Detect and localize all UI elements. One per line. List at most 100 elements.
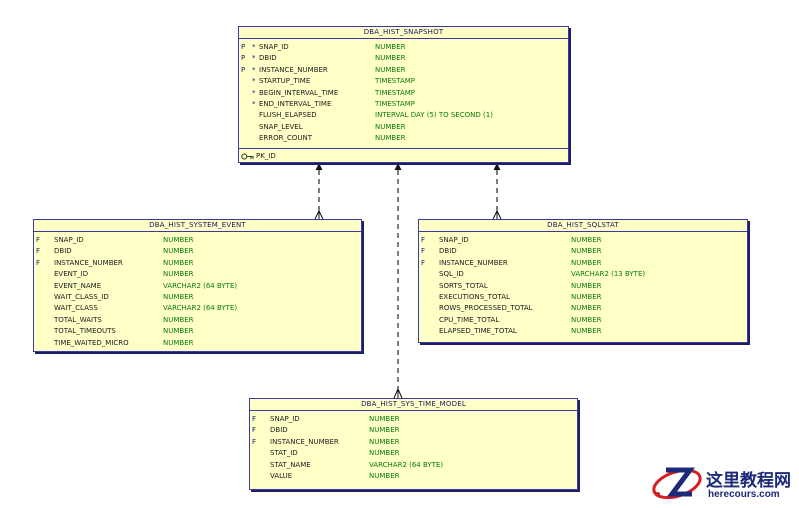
column-row: CPU_TIME_TOTAL NUMBER <box>419 315 747 326</box>
key-flag: F <box>421 236 426 244</box>
column-type: NUMBER <box>369 415 400 423</box>
column-type: NUMBER <box>163 236 194 244</box>
column-row: STAT_NAME VARCHAR2 (64 BYTE) <box>250 460 577 471</box>
column-type: NUMBER <box>571 281 602 290</box>
column-type: NUMBER <box>571 247 602 256</box>
column-type: VARCHAR2 (64 BYTE) <box>163 304 238 313</box>
entity-title: DBA_HIST_SYSTEM_EVENT <box>34 220 361 232</box>
entity-columns: F SNAP_ID NUMBER F DBID NUMBER F INSTANCE_NUMBE… <box>250 411 577 482</box>
column-name: SQL_ID <box>439 270 464 279</box>
column-name: INSTANCE_NUMBER <box>270 437 339 446</box>
column-type: TIMESTAMP <box>375 88 416 97</box>
column-row: F SNAP_ID NUMBER <box>250 414 577 425</box>
column-name: SNAP_ID <box>54 236 84 244</box>
column-type: NUMBER <box>369 471 400 480</box>
required-marker: * <box>252 77 256 86</box>
column-name: ELAPSED_TIME_TOTAL <box>439 327 517 336</box>
column-type: INTERVAL DAY (5) TO SECOND (1) <box>375 111 493 120</box>
column-type: NUMBER <box>369 437 400 446</box>
column-name: EVENT_NAME <box>54 281 102 290</box>
column-row: TOTAL_WAITS NUMBER <box>34 315 361 326</box>
column-name: WAIT_CLASS_ID <box>54 292 109 301</box>
key-flag: P <box>241 54 246 63</box>
column-name: SNAP_ID <box>439 236 469 244</box>
column-row: F INSTANCE_NUMBER NUMBER <box>250 437 577 448</box>
required-marker: * <box>252 99 256 108</box>
column-type: NUMBER <box>163 315 194 324</box>
key-flag: F <box>252 426 257 435</box>
key-flag: P <box>241 65 246 74</box>
relationship-arrow-head <box>493 163 501 170</box>
column-name: ERROR_COUNT <box>259 134 313 143</box>
column-name: ROWS_PROCESSED_TOTAL <box>439 304 533 313</box>
column-type: VARCHAR2 (13 BYTE) <box>571 270 646 279</box>
key-flag: F <box>252 415 257 423</box>
column-name: TIME_WAITED_MICRO <box>54 338 129 347</box>
watermark-logo: 这里教程网 herecours.com <box>650 460 799 506</box>
entity-title: DBA_HIST_SYS_TIME_MODEL <box>250 399 577 411</box>
column-type: NUMBER <box>375 54 406 63</box>
column-name: INSTANCE_NUMBER <box>54 258 123 267</box>
column-name: STAT_NAME <box>270 460 311 469</box>
key-flag: F <box>36 247 41 256</box>
required-marker: * <box>252 43 256 51</box>
column-type: VARCHAR2 (64 BYTE) <box>369 460 444 469</box>
key-flag: F <box>252 437 257 446</box>
relationship-sys-time-model <box>393 163 403 399</box>
required-marker: * <box>252 65 256 74</box>
column-name: DBID <box>439 247 457 256</box>
crows-foot <box>492 210 502 220</box>
column-row: F INSTANCE_NUMBER NUMBER <box>34 258 361 269</box>
column-name: BEGIN_INTERVAL_TIME <box>259 88 339 97</box>
column-row: ERROR_COUNT NUMBER <box>239 133 568 144</box>
column-type: NUMBER <box>375 65 406 74</box>
column-name: STAT_ID <box>270 449 298 458</box>
column-type: NUMBER <box>571 315 602 324</box>
relationship-sqlstat <box>492 163 502 220</box>
crows-foot <box>314 210 324 220</box>
column-type: TIMESTAMP <box>375 77 416 86</box>
column-type: NUMBER <box>163 258 194 267</box>
entity-dba-hist-sys-time-model[interactable]: DBA_HIST_SYS_TIME_MODEL F SNAP_ID NUMBER F D… <box>249 398 578 490</box>
relationship-arrow-head <box>315 163 323 170</box>
column-name: SNAP_ID <box>270 415 300 423</box>
column-type: NUMBER <box>369 449 400 458</box>
column-name: TOTAL_WAITS <box>54 315 102 324</box>
column-name: TOTAL_TIMEOUTS <box>54 327 116 336</box>
column-row: SORTS_TOTAL NUMBER <box>419 281 747 292</box>
column-type: VARCHAR2 (64 BYTE) <box>163 281 238 290</box>
column-name: VALUE <box>270 471 293 480</box>
primary-key-name: PK_ID <box>256 152 276 160</box>
column-type: NUMBER <box>375 134 406 143</box>
column-name: DBID <box>270 426 288 435</box>
column-name: EVENT_ID <box>54 270 89 279</box>
crows-foot <box>393 388 403 399</box>
watermark-z-icon <box>652 467 702 500</box>
column-name: INSTANCE_NUMBER <box>439 258 508 267</box>
key-flag: F <box>36 258 41 267</box>
column-name: SORTS_TOTAL <box>439 281 488 290</box>
required-marker: * <box>252 54 256 63</box>
column-name: CPU_TIME_TOTAL <box>439 315 500 324</box>
column-row: EVENT_NAME VARCHAR2 (64 BYTE) <box>34 281 361 292</box>
watermark-cn-text: 这里教程网 <box>706 471 791 491</box>
